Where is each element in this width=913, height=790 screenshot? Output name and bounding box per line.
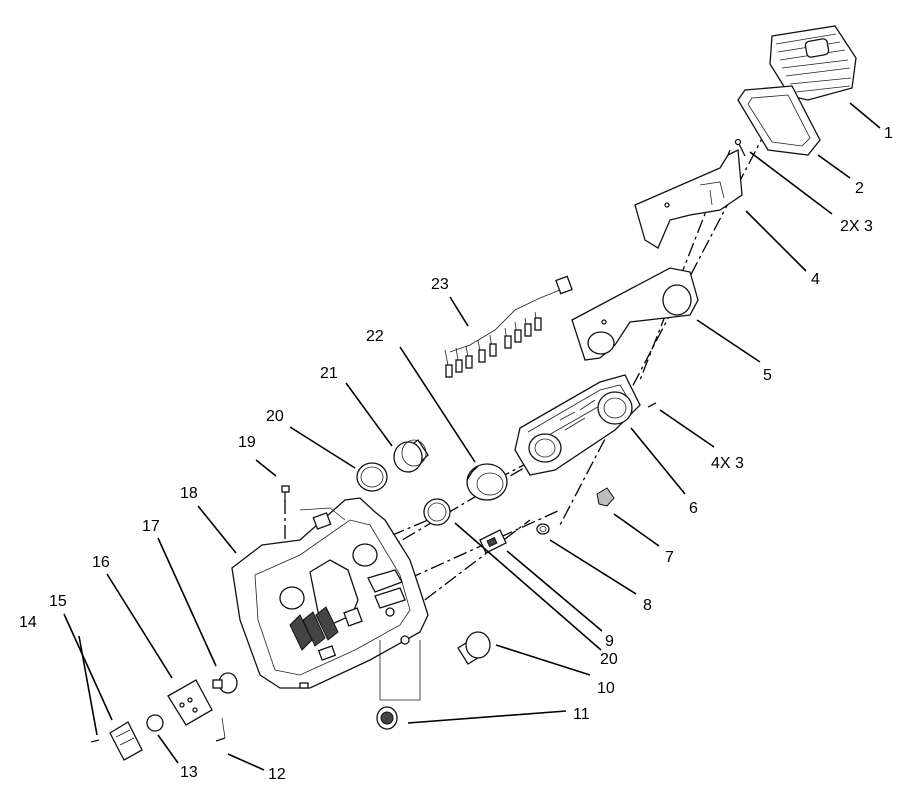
callout-4x3: 4X 3 xyxy=(711,455,744,472)
callout-1: 1 xyxy=(884,125,893,142)
callout-5: 5 xyxy=(763,367,772,384)
callout-7: 7 xyxy=(665,549,674,566)
part-4-upper-plate xyxy=(634,148,743,249)
part-23-wire-harness xyxy=(444,275,573,378)
callout-13: 13 xyxy=(180,764,198,781)
part-20-seal-upper xyxy=(356,462,388,492)
part-13-lamp xyxy=(146,714,164,732)
callout-9: 9 xyxy=(605,633,614,650)
callout-21: 21 xyxy=(320,365,338,382)
part-11-knob xyxy=(376,706,398,730)
part-17-bulb xyxy=(212,672,238,694)
callout-labels: 1 2 2X 3 4 5 4X 3 6 7 8 9 20 10 11 12 13… xyxy=(19,125,893,783)
part-4x3-screw xyxy=(647,402,657,408)
callout-12: 12 xyxy=(268,766,286,783)
part-7-clip xyxy=(596,487,615,507)
callout-2x3: 2X 3 xyxy=(840,218,873,235)
part-9-switch xyxy=(479,529,507,554)
part-8-nut xyxy=(536,523,550,535)
callout-19: 19 xyxy=(238,434,256,451)
callout-8: 8 xyxy=(643,597,652,614)
callout-2: 2 xyxy=(855,180,864,197)
callout-17: 17 xyxy=(142,518,160,535)
part-18-control-console xyxy=(231,497,429,701)
callout-20-lower: 20 xyxy=(600,651,618,668)
part-10-indicator xyxy=(457,631,491,665)
part-5-lower-plate xyxy=(571,267,699,361)
callout-16: 16 xyxy=(92,554,110,571)
part-3-screw xyxy=(734,138,746,157)
part-12-screw xyxy=(215,717,226,742)
part-16-switch-housing xyxy=(167,679,213,726)
callout-20-upper: 20 xyxy=(266,408,284,425)
callout-22: 22 xyxy=(366,328,384,345)
part-1-boot-cover xyxy=(769,25,857,101)
callout-6: 6 xyxy=(689,500,698,517)
part-6-gauge-bracket xyxy=(514,374,641,476)
part-15-connector xyxy=(109,721,143,761)
part-19-screw xyxy=(281,485,290,502)
callout-18: 18 xyxy=(180,485,198,502)
leader-lines xyxy=(63,102,881,771)
callout-15: 15 xyxy=(49,593,67,610)
part-2-boot-gasket xyxy=(737,85,821,156)
callout-14: 14 xyxy=(19,614,37,631)
part-21-gauge xyxy=(393,439,429,473)
callout-4: 4 xyxy=(811,271,820,288)
part-22-gauge-ring xyxy=(466,463,508,501)
part-20-seal-lower xyxy=(423,498,451,526)
callout-11: 11 xyxy=(573,706,590,723)
callout-10: 10 xyxy=(597,680,615,697)
callout-23: 23 xyxy=(431,276,449,293)
part-14-screw xyxy=(90,739,100,743)
